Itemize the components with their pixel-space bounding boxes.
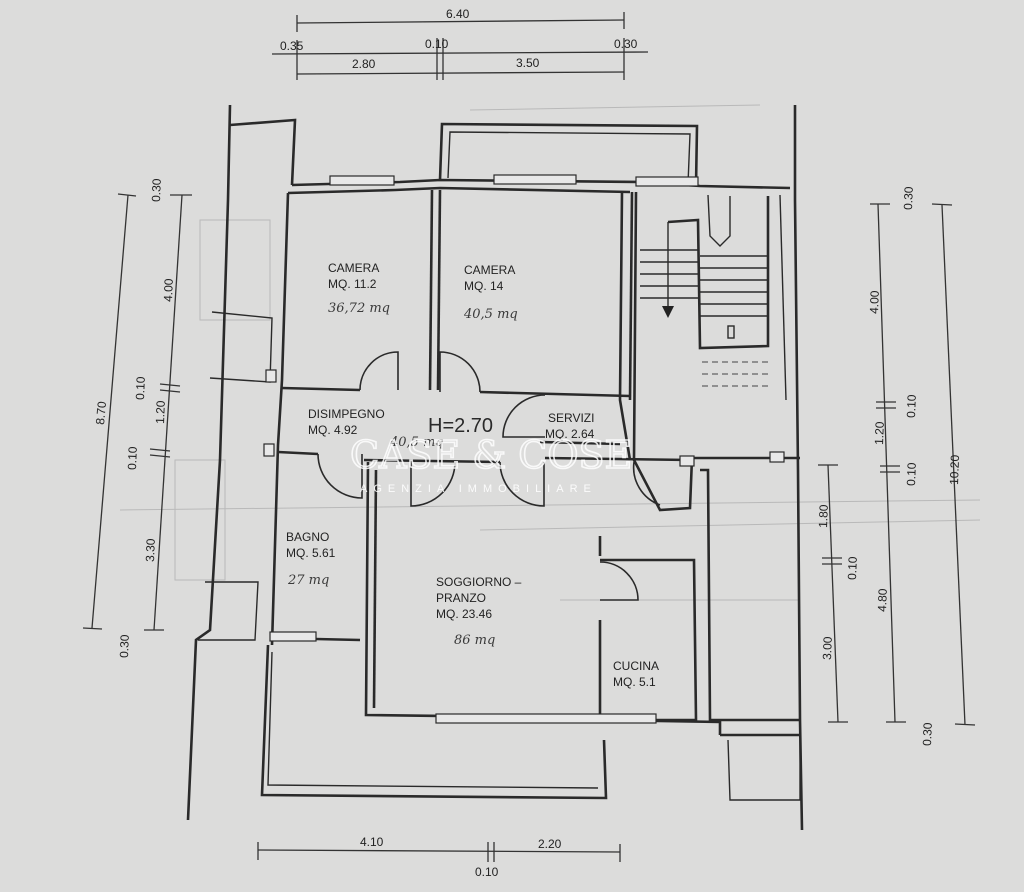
dim-left-c: 0.10 xyxy=(133,376,148,400)
door-servizi xyxy=(502,394,546,438)
room-soggiorno-name-1: SOGGIORNO – xyxy=(436,575,522,589)
dim-right-f: 4.80 xyxy=(875,588,890,612)
door-bagno xyxy=(317,453,363,499)
room-disimpegno: DISIMPEGNO MQ. 4.92 40,5 mq xyxy=(308,407,444,450)
window-stair xyxy=(635,176,699,187)
agency-watermark: CASE & COSE AGENZIA IMMOBILIARE xyxy=(349,432,633,495)
room-bagno: BAGNO MQ. 5.61 27 mq xyxy=(286,530,336,588)
dim-mid-c: 3.00 xyxy=(820,636,835,660)
dim-bottom-c: 0.10 xyxy=(475,865,499,879)
bottom-dimensions: 4.10 2.20 0.10 xyxy=(257,835,621,879)
room-soggiorno-area: MQ. 23.46 xyxy=(436,607,492,621)
room-camera-2: CAMERA MQ. 14 40,5 mq xyxy=(463,263,518,322)
room-camera-2-handwritten: 40,5 mq xyxy=(463,307,518,322)
window-camera-1 xyxy=(329,175,395,186)
dim-top-total: 6.40 xyxy=(446,7,470,21)
dim-top-a: 0.35 xyxy=(280,39,304,53)
dim-left-e: 0.10 xyxy=(125,446,140,470)
room-servizi-area: MQ. 2.64 xyxy=(545,427,595,441)
dim-top-d: 2.80 xyxy=(352,57,376,71)
door-cucina xyxy=(599,561,639,601)
dim-right-a: 0.30 xyxy=(901,186,916,210)
window-left-1 xyxy=(265,369,277,383)
door-hall xyxy=(499,461,545,507)
room-cucina-area: MQ. 5.1 xyxy=(613,675,656,689)
window-hall xyxy=(679,455,695,467)
window-right xyxy=(769,451,785,463)
dim-bottom-a: 4.10 xyxy=(360,835,384,849)
room-bagno-handwritten: 27 mq xyxy=(287,573,329,588)
dim-mid-b: 0.10 xyxy=(845,556,860,580)
room-soggiorno-handwritten: 86 mq xyxy=(454,633,495,648)
room-servizi-name: SERVIZI xyxy=(548,411,594,425)
staircase xyxy=(640,194,770,387)
dim-left-d: 1.20 xyxy=(153,400,168,424)
room-cucina-name: CUCINA xyxy=(613,659,659,673)
left-dimensions: 8.70 0.30 4.00 0.10 1.20 0.10 3.30 0.30 xyxy=(82,178,192,658)
dim-left-f: 3.30 xyxy=(143,538,158,562)
door-soggiorno xyxy=(410,461,456,507)
dim-top-e: 3.50 xyxy=(516,56,540,70)
room-soggiorno-name-2: PRANZO xyxy=(436,591,486,605)
window-camera-2 xyxy=(493,174,577,185)
stair-arrow-icon xyxy=(662,306,674,318)
room-bagno-area: MQ. 5.61 xyxy=(286,546,336,560)
dim-right-d: 1.20 xyxy=(872,421,887,445)
room-disimpegno-handwritten: 40,5 mq xyxy=(389,435,444,450)
dim-left-g: 0.30 xyxy=(117,634,132,658)
room-camera-1: CAMERA MQ. 11.2 36,72 mq xyxy=(328,261,390,316)
doors xyxy=(317,351,661,601)
room-disimpegno-area: MQ. 4.92 xyxy=(308,423,358,437)
right-dimensions: 10.20 0.30 4.00 0.10 1.20 0.10 4.80 0.30 xyxy=(867,186,976,746)
window-left-2 xyxy=(263,443,275,457)
dim-right-b: 4.00 xyxy=(867,290,882,314)
dim-right-g: 0.30 xyxy=(920,722,935,746)
dim-top-c: 0.30 xyxy=(614,37,638,51)
dim-right-e: 0.10 xyxy=(904,462,919,486)
room-servizi: SERVIZI MQ. 2.64 xyxy=(545,411,595,441)
window-bagno xyxy=(269,631,317,642)
room-camera-1-name: CAMERA xyxy=(328,261,379,275)
dim-left-a: 0.30 xyxy=(149,178,164,202)
door-camera-1 xyxy=(359,351,399,391)
dim-left-total: 8.70 xyxy=(93,400,109,425)
room-soggiorno: SOGGIORNO – PRANZO MQ. 23.46 86 mq xyxy=(436,575,522,648)
room-camera-2-area: MQ. 14 xyxy=(464,279,504,293)
door-stair xyxy=(632,461,661,506)
room-camera-1-area: MQ. 11.2 xyxy=(328,277,377,291)
door-camera-2 xyxy=(439,351,481,393)
window-soggiorno xyxy=(435,713,657,724)
room-cucina: CUCINA MQ. 5.1 xyxy=(613,659,659,689)
room-bagno-name: BAGNO xyxy=(286,530,329,544)
ceiling-height-label: H=2.70 xyxy=(428,415,493,437)
dim-right-c: 0.10 xyxy=(904,394,919,418)
room-camera-2-name: CAMERA xyxy=(464,263,515,277)
dim-right-total: 10.20 xyxy=(947,454,962,485)
dim-left-b: 4.00 xyxy=(161,278,176,302)
watermark-sub: AGENZIA IMMOBILIARE xyxy=(360,483,597,495)
mid-dimensions: 1.80 0.10 3.00 xyxy=(816,464,860,723)
room-camera-1-handwritten: 36,72 mq xyxy=(328,301,390,316)
top-dimensions: 6.40 0.35 0.10 0.30 2.80 3.50 xyxy=(271,7,649,80)
dim-top-b: 0.10 xyxy=(425,37,449,51)
watermark-brand: CASE & COSE xyxy=(350,433,632,477)
windows xyxy=(263,174,785,724)
dim-bottom-b: 2.20 xyxy=(538,837,562,851)
dim-mid-a: 1.80 xyxy=(816,504,831,528)
room-disimpegno-name: DISIMPEGNO xyxy=(308,407,385,421)
